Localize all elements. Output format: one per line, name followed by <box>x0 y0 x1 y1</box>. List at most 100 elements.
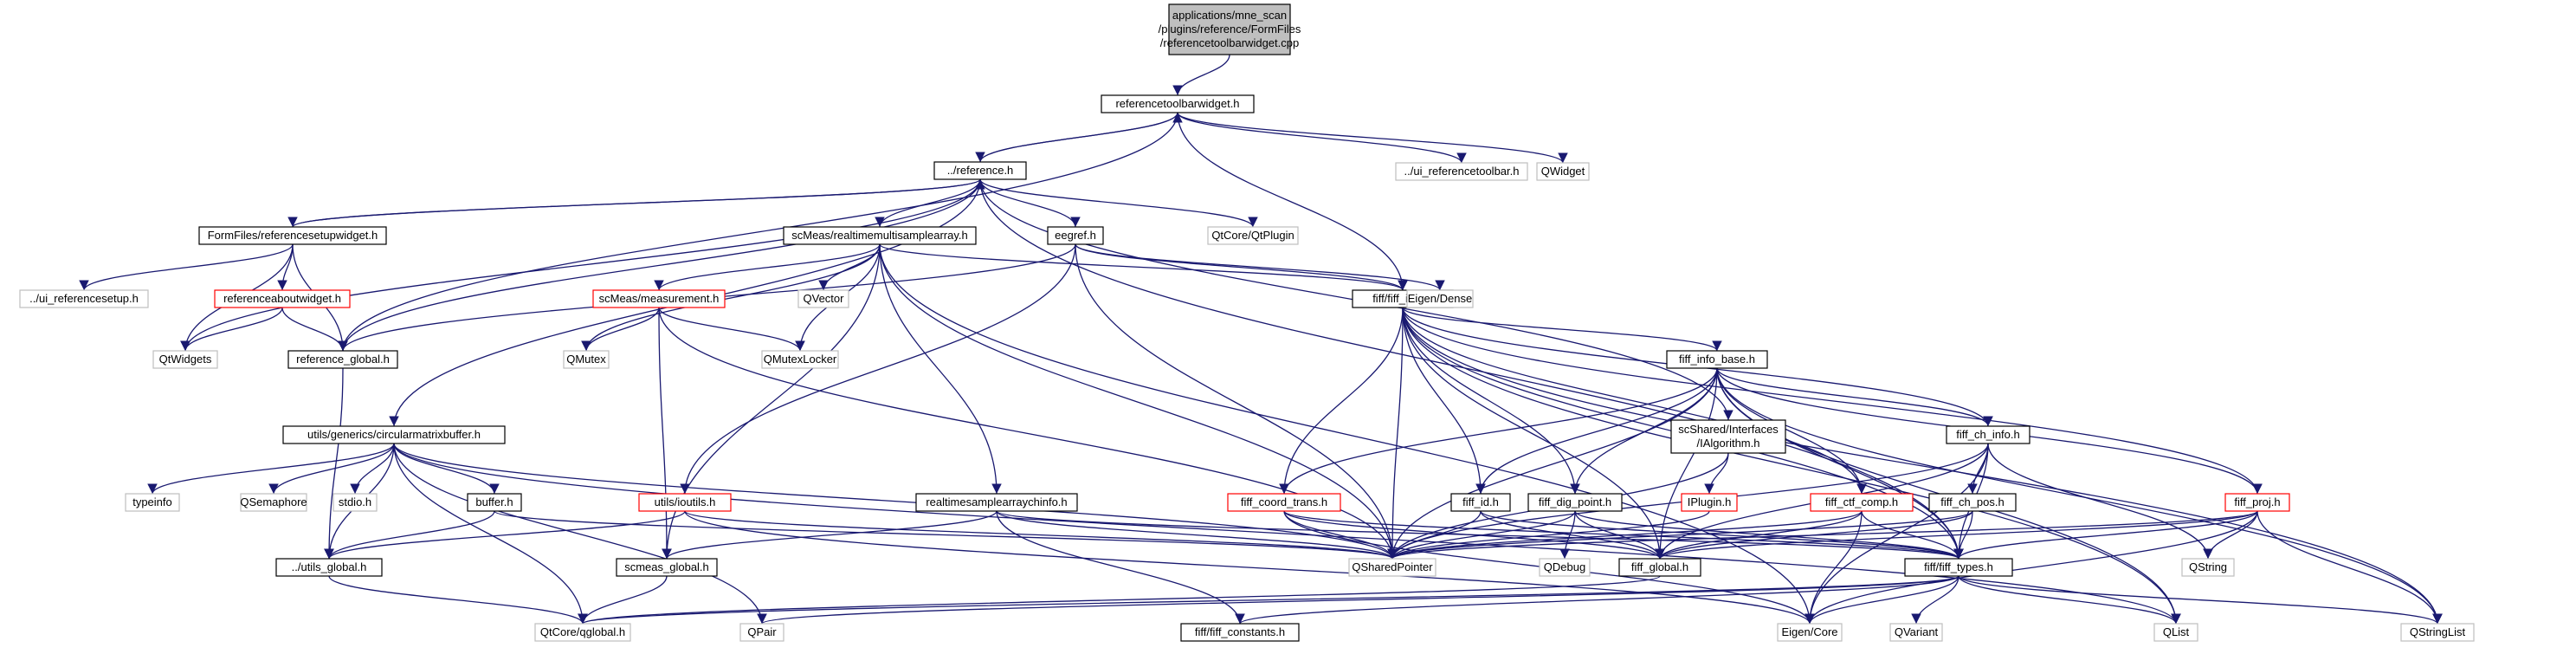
edge-coord_trans-to-fiff_global <box>1283 510 1665 560</box>
edge-fiff_info_base-to-coord_trans <box>1279 367 1718 495</box>
edge-root-to-toolbar_h <box>1172 54 1230 96</box>
edge-circbuffer-to-qsemaphore <box>268 443 395 495</box>
edge-fiff_info-to-fiff_info_base <box>1402 307 1722 352</box>
edge-fiff_info-to-fiff_id <box>1402 307 1486 495</box>
edge-fiff_types-to-qstringlist <box>1958 575 2443 625</box>
edge-reference_h-to-qtplugin <box>979 178 1258 228</box>
edge-fiff_info_base-to-fiff_types <box>1716 367 1964 560</box>
node-label: /plugins/reference/FormFiles <box>1159 23 1301 36</box>
node-label: fiff_ch_pos.h <box>1940 495 2004 508</box>
node-coord-trans[interactable]: fiff_coord_trans.h <box>1227 493 1341 512</box>
edge-buffer_h-to-utils_global <box>324 510 495 560</box>
node-qpair: QPair <box>739 623 784 642</box>
node-label: stdio.h <box>339 495 371 508</box>
node-label: fiff_info_base.h <box>1679 353 1755 366</box>
node-utils-global[interactable]: ../utils_global.h <box>275 558 383 577</box>
node-ref-global[interactable]: reference_global.h <box>287 350 398 369</box>
node-iplugin[interactable]: IPlugin.h <box>1681 493 1738 512</box>
node-box <box>198 226 387 245</box>
node-fiff-global[interactable]: fiff_global.h <box>1618 558 1701 577</box>
edge-circbuffer-to-qlist <box>393 443 2181 625</box>
node-label: fiff_global.h <box>1631 560 1688 573</box>
node-ch-pos[interactable]: fiff_ch_pos.h <box>1928 493 2017 512</box>
node-box <box>332 493 378 512</box>
node-ialgorithm[interactable]: scShared/Interfaces/IAlgorithm.h <box>1670 419 1786 454</box>
edge-measurement-to-qmutexlocker <box>658 307 805 352</box>
node-toolbar-h[interactable]: referencetoolbarwidget.h <box>1101 94 1255 113</box>
node-label: FormFiles/referencesetupwidget.h <box>208 229 378 242</box>
edge-eegref-to-ioutils <box>680 243 1076 495</box>
node-qstringlist: QStringList <box>2400 623 2475 642</box>
edge-rtmsa-to-eigen_core <box>879 243 1815 625</box>
edge-rtsainfo-to-fiff_constants <box>996 510 1245 625</box>
node-fiff-info-base[interactable]: fiff_info_base.h <box>1666 350 1768 369</box>
node-box <box>1539 558 1591 577</box>
node-box <box>783 226 977 245</box>
node-box <box>2181 558 2235 577</box>
edge-fiff_info-to-fiff_proj <box>1402 307 2263 495</box>
node-label: fiff_id.h <box>1462 495 1499 508</box>
node-ioutils[interactable]: utils/ioutils.h <box>638 493 732 512</box>
edge-utils_global-to-qglobal <box>328 575 588 625</box>
edge-measurement-to-qsharedpointer <box>658 307 1398 560</box>
node-label: fiff_ch_info.h <box>1956 428 2019 441</box>
node-measurement[interactable]: scMeas/measurement.h <box>592 289 726 308</box>
node-fiff-types[interactable]: fiff/fiff_types.h <box>1904 558 2013 577</box>
edge-fiff_types-to-fiff_constants <box>1235 575 1959 625</box>
node-label: scMeas/measurement.h <box>599 292 720 305</box>
node-aboutwidget[interactable]: referenceaboutwidget.h <box>214 289 351 308</box>
node-label: utils/ioutils.h <box>655 495 716 508</box>
node-box <box>287 350 398 369</box>
node-box <box>282 425 506 444</box>
edge-fiff_types-to-qglobal <box>578 575 1959 625</box>
node-label: Eigen/Core <box>1781 625 1837 638</box>
node-ctf-comp[interactable]: fiff_ctf_comp.h <box>1810 493 1914 512</box>
node-rtmsa[interactable]: scMeas/realtimemultisamplearray.h <box>783 226 977 245</box>
edge-fiff_info-to-qsharedpointer <box>1387 307 1404 560</box>
node-reference-h[interactable]: ../reference.h <box>933 161 1027 180</box>
node-qsharedpointer: QSharedPointer <box>1348 558 1436 577</box>
node-label: Eigen/Dense <box>1408 292 1472 305</box>
node-label: QtWidgets <box>159 353 212 366</box>
node-label: scMeas/realtimemultisamplearray.h <box>791 229 968 242</box>
node-fiff-proj[interactable]: fiff_proj.h <box>2224 493 2290 512</box>
node-fiff-ch-info[interactable]: fiff_ch_info.h <box>1946 425 2030 444</box>
node-rtsainfo[interactable]: realtimesamplearraychinfo.h <box>915 493 1078 512</box>
node-box <box>915 493 1078 512</box>
node-root[interactable]: applications/mne_scan/plugins/reference/… <box>1159 3 1301 55</box>
node-box <box>1904 558 2013 577</box>
node-circbuffer[interactable]: utils/generics/circularmatrixbuffer.h <box>282 425 506 444</box>
edge-fiff_info_base-to-qsharedpointer <box>1387 367 1718 560</box>
node-dig-point[interactable]: fiff_dig_point.h <box>1527 493 1623 512</box>
edge-circbuffer-to-typeinfo <box>147 443 395 495</box>
node-box <box>214 289 351 308</box>
node-setupwidget[interactable]: FormFiles/referencesetupwidget.h <box>198 226 387 245</box>
node-label: scmeas_global.h <box>624 560 709 573</box>
node-buffer-h[interactable]: buffer.h <box>467 493 522 512</box>
edge-aboutwidget-to-ref_global <box>281 307 348 352</box>
node-eegref[interactable]: eegref.h <box>1047 226 1104 245</box>
node-box <box>1348 558 1436 577</box>
edge-fiff_types-to-eigen_core <box>1804 575 1959 625</box>
node-box <box>467 493 522 512</box>
edge-ctf_comp-to-fiff_global <box>1655 510 1863 560</box>
edge-ioutils-to-eigen_core <box>684 510 1815 625</box>
edge-rtmsa-to-fiff_info <box>879 243 1408 291</box>
edge-reference_h-to-qtwidgets <box>180 178 981 352</box>
edge-fiff_proj-to-qstring <box>2203 510 2258 560</box>
edge-fiff_info-to-qlist <box>1402 307 2181 625</box>
node-typeinfo: typeinfo <box>125 493 180 512</box>
edge-measurement-to-qmutex <box>581 307 660 352</box>
node-label: fiff_dig_point.h <box>1539 495 1611 508</box>
node-qtwidgets: QtWidgets <box>152 350 218 369</box>
edge-fiff_info-to-coord_trans <box>1279 307 1404 495</box>
node-scmeas-global[interactable]: scmeas_global.h <box>616 558 718 577</box>
node-fiff-constants[interactable]: fiff/fiff_constants.h <box>1180 623 1300 642</box>
node-label: scShared/Interfaces <box>1678 423 1779 436</box>
node-box <box>1536 162 1590 181</box>
node-label: eegref.h <box>1055 229 1096 242</box>
node-fiff-id[interactable]: fiff_id.h <box>1450 493 1511 512</box>
edge-toolbar_h-to-ref_global <box>338 112 1178 352</box>
edge-aboutwidget-to-qtwidgets <box>180 307 283 352</box>
edge-circbuffer-to-stdio <box>350 443 395 495</box>
